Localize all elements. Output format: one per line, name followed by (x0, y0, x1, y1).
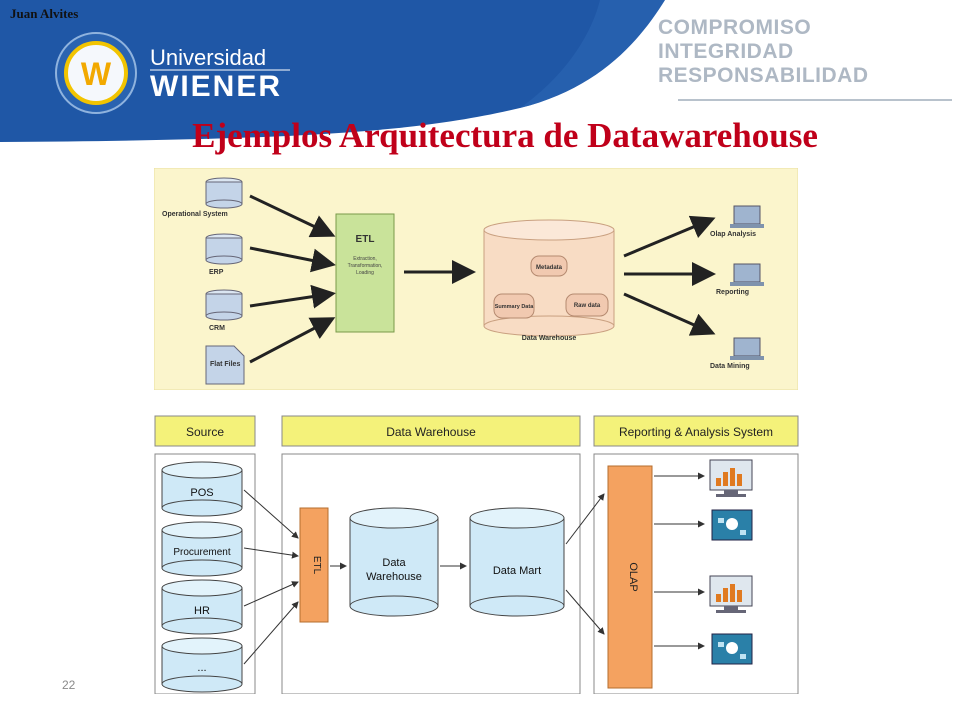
source-flat-files: Flat Files (205, 345, 245, 385)
etl-box-2 (299, 507, 329, 623)
logo-emblem-icon (64, 41, 128, 105)
svg-text:Data Mining: Data Mining (710, 363, 750, 370)
etl-box: ETL Extraction, Transformation, Loading (335, 213, 395, 333)
banner-accent (520, 0, 665, 108)
values-list: COMPROMISO INTEGRIDAD RESPONSABILIDAD (658, 16, 948, 88)
svg-text:Extraction,: Extraction, (353, 256, 377, 262)
arrows-sources-to-etl-2 (243, 489, 299, 665)
source-hr: HR (161, 579, 243, 635)
svg-text:...: ... (197, 662, 206, 674)
svg-text:Loading: Loading (356, 270, 374, 276)
values-underline (678, 99, 952, 101)
network-monitor-icon (711, 633, 753, 665)
header-data-warehouse-label: Data Warehouse (386, 425, 476, 439)
svg-text:Data Warehouse: Data Warehouse (522, 335, 577, 342)
svg-text:Warehouse: Warehouse (366, 571, 422, 583)
source-erp: ERP (205, 233, 243, 276)
svg-text:Procurement: Procurement (173, 547, 230, 558)
arrows-olap-to-reports (654, 472, 705, 650)
source-more: ... (161, 637, 243, 693)
bar-chart-monitor-icon (709, 459, 753, 497)
bar-chart-monitor-icon (709, 575, 753, 613)
diagram-datawarehouse-architecture-2: Source Data Warehouse Reporting & Analys… (154, 415, 799, 694)
value-item: RESPONSABILIDAD (658, 64, 869, 87)
logo-emblem-letter: W (81, 56, 112, 92)
data-mart-cylinder: Data Mart (469, 507, 565, 617)
svg-text:POS: POS (190, 487, 213, 499)
page-number: 22 (62, 678, 76, 692)
diagram1-background (154, 168, 798, 390)
svg-text:Data Mart: Data Mart (493, 565, 541, 577)
svg-text:Summary Data: Summary Data (495, 304, 534, 310)
author-name: Juan Alvites (10, 6, 79, 21)
blue-banner-shape (0, 0, 665, 142)
header-reporting-label: Reporting & Analysis System (619, 425, 773, 439)
header-banner: W Universidad WIENER (0, 0, 665, 142)
header-reporting (593, 415, 799, 447)
svg-text:Transformation,: Transformation, (348, 263, 383, 269)
data-warehouse-cylinder-2: Data Warehouse (349, 507, 439, 617)
header-source (154, 415, 256, 447)
arrows-sources-to-etl (249, 194, 336, 364)
network-monitor-icon (711, 509, 753, 541)
svg-text:HR: HR (194, 605, 210, 617)
svg-text:Reporting: Reporting (716, 289, 749, 296)
value-item: INTEGRIDAD (658, 40, 794, 63)
olap-box (607, 465, 653, 689)
source-crm: CRM (205, 289, 243, 332)
diagram-datawarehouse-architecture-1: Operational System ERP CRM Flat Files ET… (154, 168, 798, 390)
svg-text:Operational System: Operational System (162, 211, 228, 218)
arrows-warehouse-to-outputs (623, 215, 716, 336)
data-warehouse-cylinder: Metadata Summary Data Raw data Data Ware… (483, 219, 615, 342)
svg-text:Raw data: Raw data (574, 303, 601, 309)
output-reporting: Reporting (716, 263, 764, 296)
arrows-datamart-to-olap (565, 493, 605, 635)
output-data-mining: Data Mining (710, 337, 764, 370)
svg-text:Flat Files: Flat Files (210, 361, 240, 368)
slide-title: Ejemplos Arquitectura de Datawarehouse (192, 116, 818, 155)
svg-text:Olap Analysis: Olap Analysis (710, 231, 756, 238)
svg-text:Data: Data (382, 557, 406, 569)
source-procurement: Procurement (161, 521, 243, 577)
logo-line1: Universidad (150, 45, 266, 70)
etl-label-2: ETL (311, 556, 322, 575)
output-olap-analysis: Olap Analysis (710, 205, 764, 238)
svg-text:ERP: ERP (209, 269, 224, 276)
svg-text:Metadata: Metadata (536, 265, 563, 271)
svg-text:CRM: CRM (209, 325, 225, 332)
source-operational-system: Operational System (162, 177, 243, 218)
header-data-warehouse (281, 415, 581, 447)
university-logo: W Universidad WIENER (55, 32, 290, 114)
logo-line2: WIENER (150, 70, 282, 103)
svg-text:ETL: ETL (356, 234, 375, 245)
olap-label: OLAP (627, 562, 639, 591)
header-source-label: Source (186, 425, 224, 439)
source-pos: POS (161, 461, 243, 517)
value-item: COMPROMISO (658, 16, 812, 39)
